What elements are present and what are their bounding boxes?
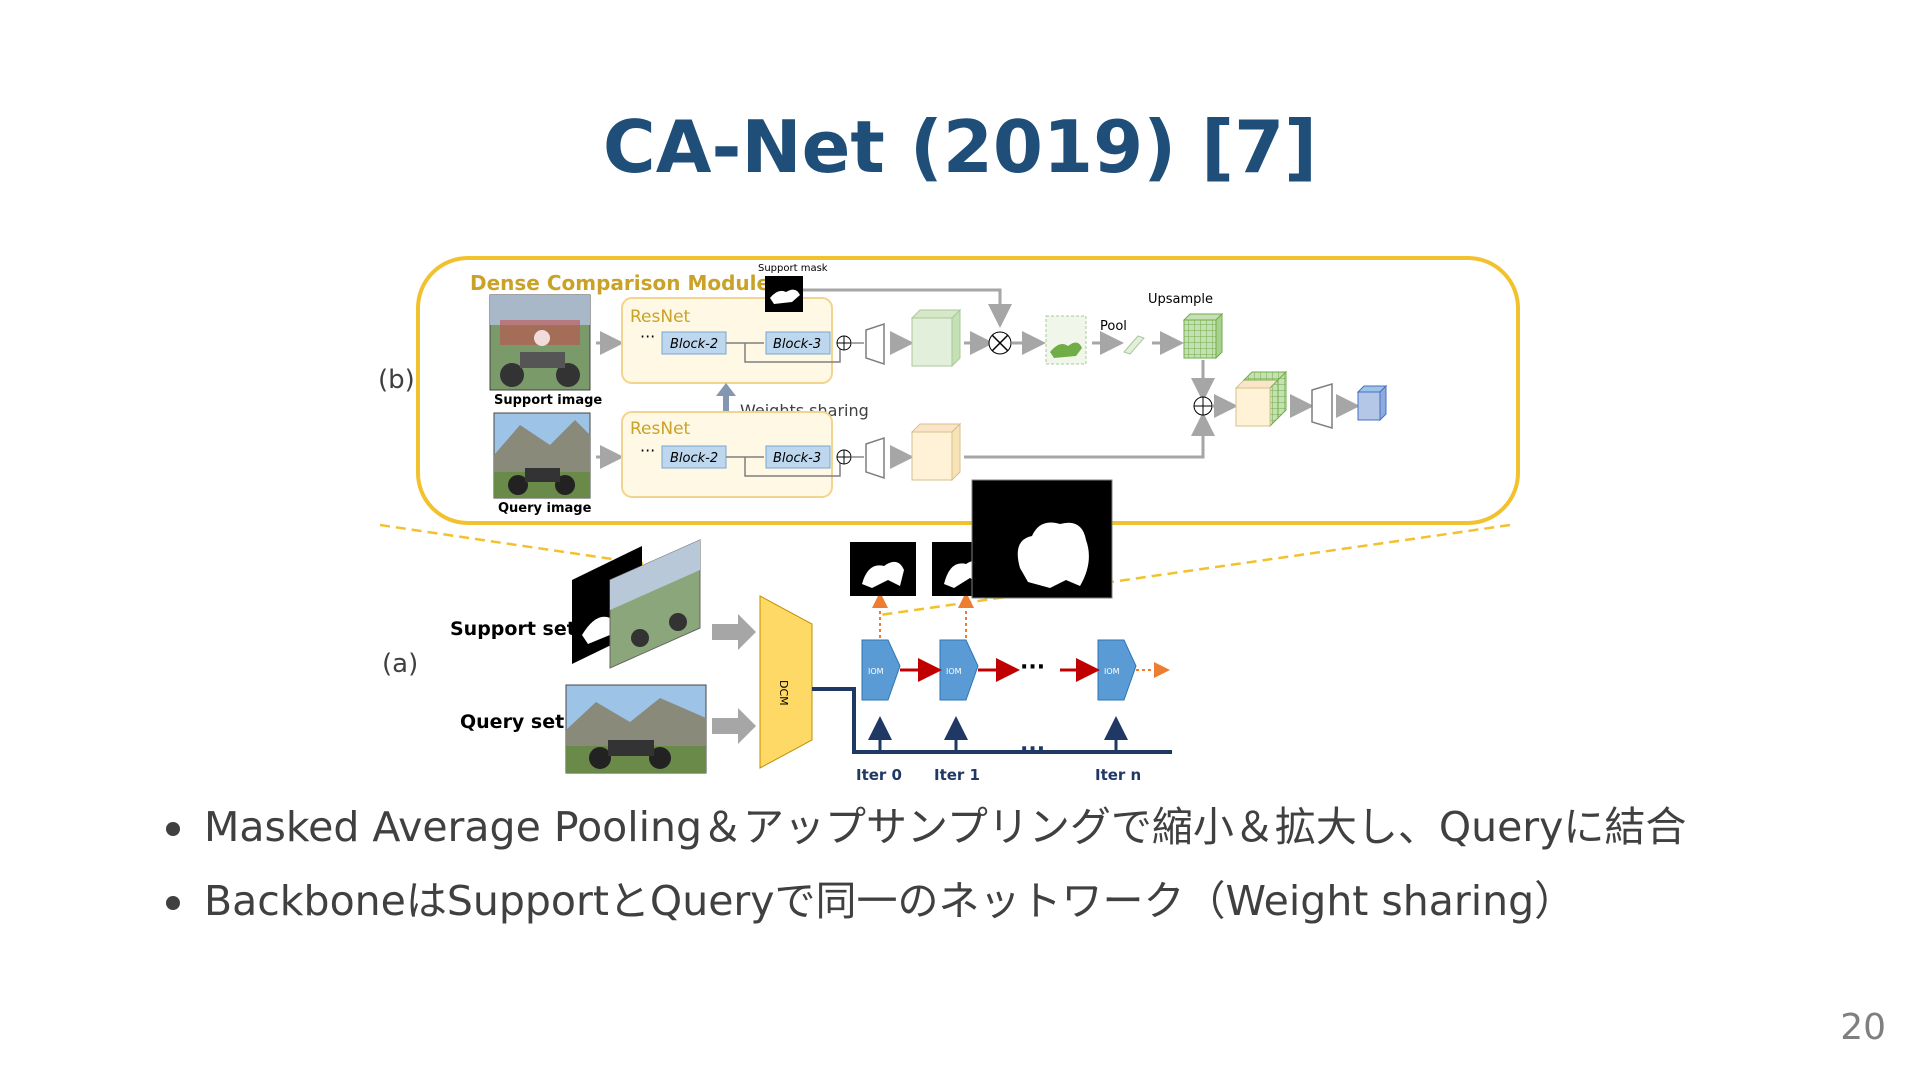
conv-support-icon xyxy=(865,322,885,366)
iom-block-0 xyxy=(861,639,901,701)
support-mask-label: Support mask xyxy=(758,263,828,274)
bullet-text: BackboneはSupportとQueryで同一のネットワーク（Weight … xyxy=(204,877,1576,925)
panel-b-marker: (b) xyxy=(378,365,415,395)
bullet-item: Masked Average Pooling＆アップサンプリングで縮小＆拡大し、… xyxy=(162,790,1686,864)
query-feature-path xyxy=(964,412,1215,459)
bullet-dot-icon xyxy=(166,822,180,836)
dcm-output-line xyxy=(812,687,1172,754)
query-set-image xyxy=(565,684,707,774)
upsampled-feature-grid xyxy=(1182,312,1224,360)
block3-support xyxy=(765,331,831,355)
pooled-vector-icon xyxy=(1123,335,1145,355)
pool-label: Pool xyxy=(1100,319,1127,334)
masked-feature-cube xyxy=(1045,315,1087,365)
query-image-label: Query image xyxy=(498,501,592,516)
zoom-connector-right xyxy=(879,523,1511,617)
iom-block-n xyxy=(1097,639,1137,701)
block3-support-label: Block-3 xyxy=(773,337,821,352)
query-set-label: Query set xyxy=(460,711,564,733)
bullet-list: Masked Average Pooling＆アップサンプリングで縮小＆拡大し、… xyxy=(162,790,1686,938)
resnet-query-ellipsis: ··· xyxy=(640,441,655,460)
resnet-support-label: ResNet xyxy=(630,307,691,327)
query-feature-cube xyxy=(910,422,962,482)
iom-label-1: IOM xyxy=(946,667,962,676)
iter1-label: Iter 1 xyxy=(934,766,980,784)
block2-support-label: Block-2 xyxy=(670,337,718,352)
iter-dots: ··· xyxy=(1020,737,1045,762)
query-image-thumbnail xyxy=(493,412,591,499)
support-set-images xyxy=(572,539,701,669)
bullet-item: BackboneはSupportとQueryで同一のネットワーク（Weight … xyxy=(162,864,1686,938)
ca-net-architecture-diagram: (b) Dense Comparison Module Support imag… xyxy=(360,240,1560,800)
support-image-label: Support image xyxy=(494,393,602,408)
module-title: Dense Comparison Module xyxy=(470,271,770,295)
iom-label-0: IOM xyxy=(868,667,884,676)
iom-dots: ··· xyxy=(1020,655,1045,680)
concatenated-feature-cube xyxy=(1234,370,1288,428)
mask-arrow xyxy=(803,288,1012,328)
intermediate-mask-0 xyxy=(850,542,916,596)
query-into-dcm-arrow xyxy=(712,708,756,744)
iom-block-1 xyxy=(939,639,979,701)
dcm-label: DCM xyxy=(777,680,790,706)
diagram-canvas: (b) Dense Comparison Module Support imag… xyxy=(378,256,1520,784)
support-into-dcm-arrow xyxy=(712,614,756,650)
iter0-label: Iter 0 xyxy=(856,766,902,784)
bullet-text: Masked Average Pooling＆アップサンプリングで縮小＆拡大し、… xyxy=(204,803,1687,851)
resnet-support-ellipsis: ··· xyxy=(640,327,655,346)
itern-label: Iter n xyxy=(1095,766,1141,784)
conv-output-icon xyxy=(1311,382,1333,430)
support-feature-cube xyxy=(910,308,962,368)
support-set-label: Support set xyxy=(450,618,576,640)
bullet-dot-icon xyxy=(166,896,180,910)
final-segmentation-mask xyxy=(971,479,1113,599)
support-mask-thumbnail xyxy=(765,276,803,312)
slide-title: CA-Net (2019) [7] xyxy=(602,105,1318,189)
upsample-label: Upsample xyxy=(1148,292,1213,307)
conv-query-icon xyxy=(865,436,885,480)
iom-label-n: IOM xyxy=(1104,667,1120,676)
panel-a-marker: (a) xyxy=(382,649,418,679)
dcm-block xyxy=(759,595,813,769)
page-number: 20 xyxy=(1840,1007,1886,1048)
support-image-thumbnail xyxy=(489,294,591,391)
resnet-query-label: ResNet xyxy=(630,419,691,439)
block3-query-label: Block-3 xyxy=(773,451,821,466)
dense-comparison-module-frame xyxy=(416,256,1520,525)
block2-query-label: Block-2 xyxy=(670,451,718,466)
output-feature-cube xyxy=(1356,384,1388,422)
block3-query xyxy=(765,445,831,469)
